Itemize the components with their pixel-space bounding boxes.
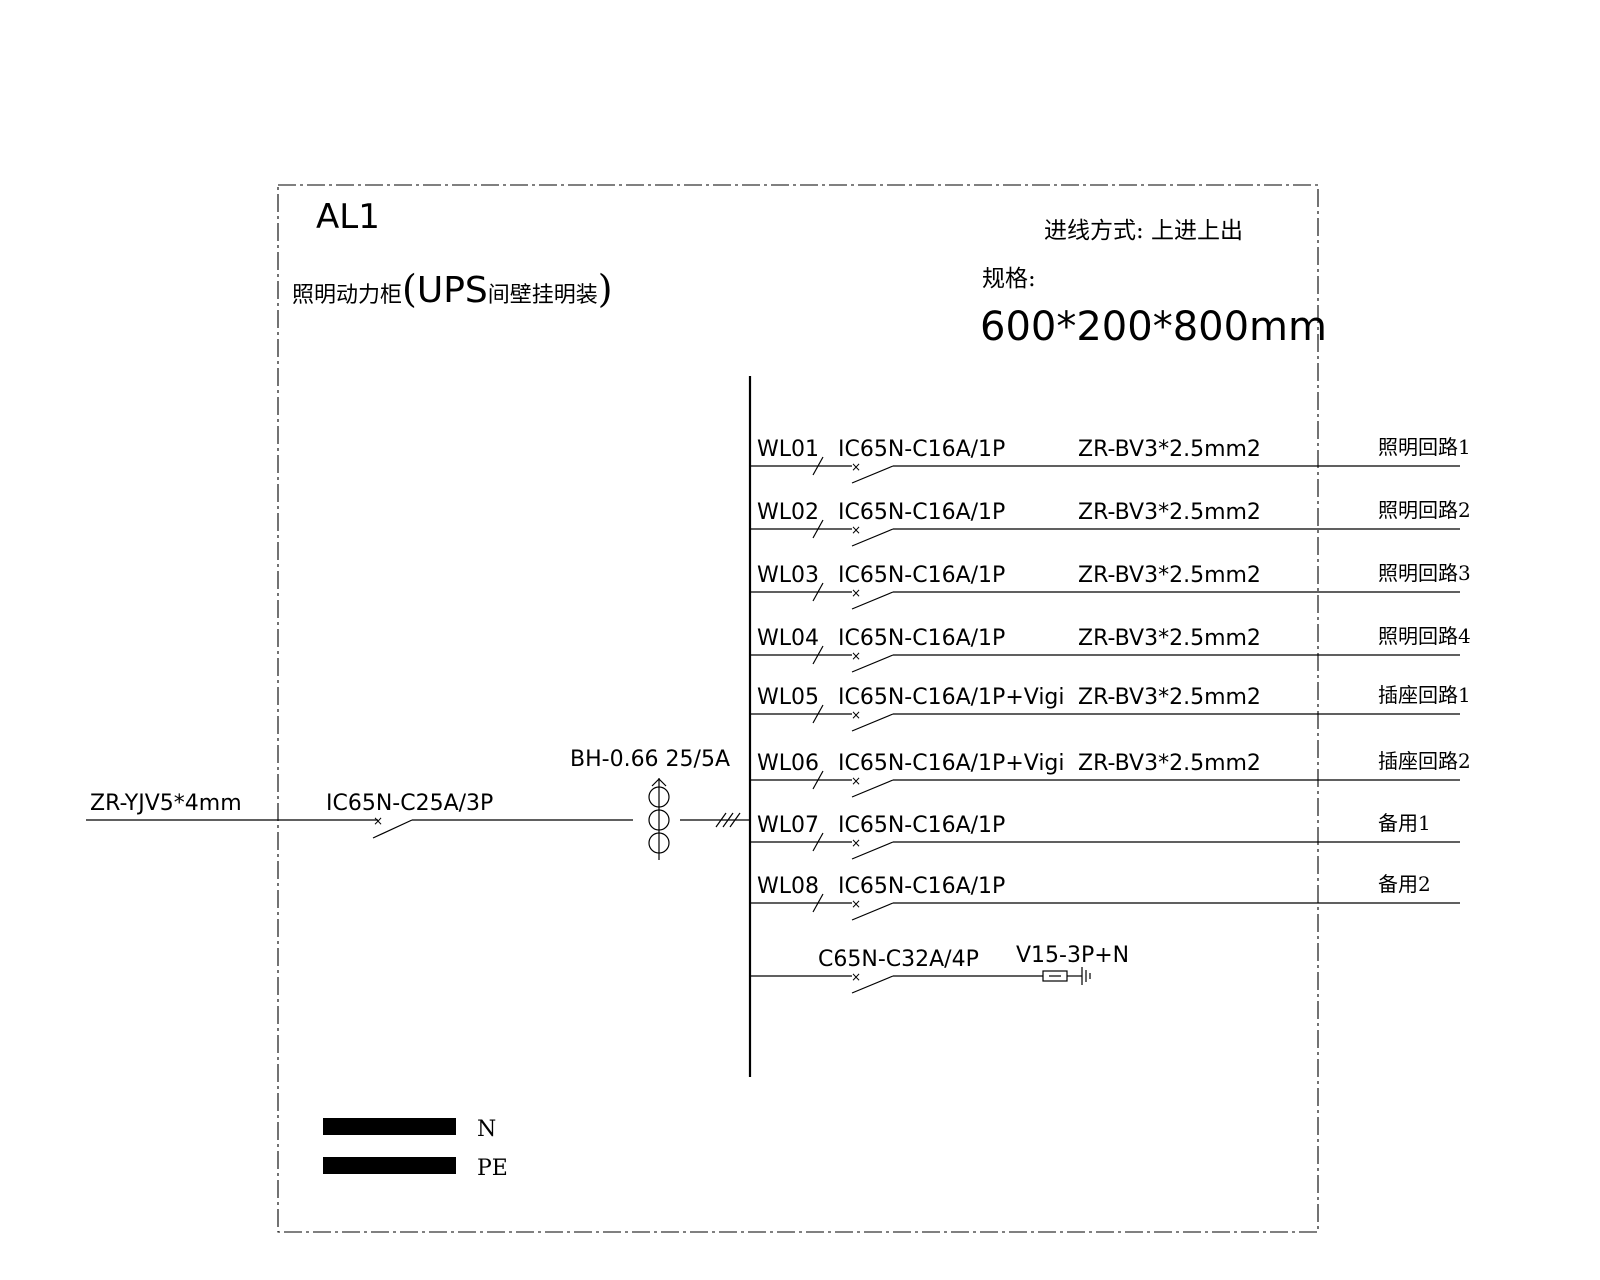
circuit-row-wl01: × WL01 IC65N-C16A/1P ZR-BV3*2.5mm2 照明回路1 bbox=[750, 435, 1471, 484]
circuit-id: WL03 bbox=[757, 563, 819, 588]
breaker-contact bbox=[851, 713, 894, 732]
circuit-load-label: 照明回路4 bbox=[1378, 624, 1471, 648]
incoming-breaker-contact bbox=[372, 819, 413, 839]
circuit-load-label: 照明回路2 bbox=[1378, 498, 1471, 522]
current-transformer-label: BH-0.66 25/5A bbox=[570, 747, 730, 772]
panel-id: AL1 bbox=[316, 197, 380, 237]
circuit-id: WL07 bbox=[757, 813, 819, 838]
legend-n-bar bbox=[323, 1118, 456, 1135]
circuit-cable-label: ZR-BV3*2.5mm2 bbox=[1078, 437, 1261, 462]
circuit-load-label: 备用1 bbox=[1378, 811, 1431, 835]
three-phase-tick-icon bbox=[715, 812, 741, 828]
circuit-load-label: 插座回路1 bbox=[1378, 683, 1471, 707]
single-phase-tick-icon bbox=[812, 519, 824, 539]
breaker-contact bbox=[851, 841, 894, 860]
circuit-id: WL02 bbox=[757, 500, 819, 525]
circuit-id: WL05 bbox=[757, 685, 819, 710]
circuit-load-label: 照明回路3 bbox=[1378, 561, 1471, 585]
circuit-cable-label: ZR-BV3*2.5mm2 bbox=[1078, 563, 1261, 588]
circuit-cable-label: ZR-BV3*2.5mm2 bbox=[1078, 685, 1261, 710]
circuit-cable-label: ZR-BV3*2.5mm2 bbox=[1078, 500, 1261, 525]
single-phase-tick-icon bbox=[812, 582, 824, 602]
circuit-load-label: 照明回路1 bbox=[1378, 435, 1471, 459]
circuit-row-wl08: × WL08 IC65N-C16A/1P 备用2 bbox=[750, 872, 1460, 921]
surge-breaker-label: C65N-C32A/4P bbox=[818, 947, 979, 972]
entry-method: 进线方式: 上进上出 bbox=[1044, 218, 1243, 244]
circuit-row-wl02: × WL02 IC65N-C16A/1P ZR-BV3*2.5mm2 照明回路2 bbox=[750, 498, 1471, 547]
breaker-contact bbox=[851, 779, 894, 798]
circuit-id: WL01 bbox=[757, 437, 819, 462]
incoming-breaker-x-mark: × bbox=[373, 814, 383, 828]
breaker-x-mark: × bbox=[851, 523, 861, 537]
circuit-breaker-label: IC65N-C16A/1P bbox=[838, 874, 1005, 899]
legend-n-label: N bbox=[477, 1117, 496, 1142]
circuit-id: WL04 bbox=[757, 626, 819, 651]
panel-title: 照明动力柜(UPS间壁挂明装) bbox=[292, 267, 613, 311]
circuit-id: WL08 bbox=[757, 874, 819, 899]
circuit-cable-label: ZR-BV3*2.5mm2 bbox=[1078, 626, 1261, 651]
breaker-x-mark: × bbox=[851, 836, 861, 850]
breaker-contact bbox=[851, 528, 894, 547]
breaker-x-mark: × bbox=[851, 774, 861, 788]
surge-breaker-contact bbox=[851, 975, 894, 994]
circuit-breaker-label: IC65N-C16A/1P bbox=[838, 437, 1005, 462]
circuit-breaker-label: IC65N-C16A/1P+Vigi bbox=[838, 751, 1065, 776]
single-phase-tick-icon bbox=[812, 645, 824, 665]
circuit-row-wl04: × WL04 IC65N-C16A/1P ZR-BV3*2.5mm2 照明回路4 bbox=[750, 624, 1471, 673]
circuit-row-wl03: × WL03 IC65N-C16A/1P ZR-BV3*2.5mm2 照明回路3 bbox=[750, 561, 1471, 610]
incoming-breaker-label: IC65N-C25A/3P bbox=[326, 791, 493, 816]
breaker-x-mark: × bbox=[851, 708, 861, 722]
single-phase-tick-icon bbox=[812, 893, 824, 913]
legend-pe-bar bbox=[323, 1157, 456, 1174]
surge-arrester-icon bbox=[1042, 967, 1091, 985]
breaker-contact bbox=[851, 591, 894, 610]
breaker-contact bbox=[851, 902, 894, 921]
incoming-feeder: × ZR-YJV5*4mm IC65N-C25A/3P BH-0.66 25/5… bbox=[86, 747, 750, 860]
single-phase-tick-icon bbox=[812, 456, 824, 476]
circuit-id: WL06 bbox=[757, 751, 819, 776]
circuit-row-wl07: × WL07 IC65N-C16A/1P 备用1 bbox=[750, 811, 1460, 860]
circuit-breaker-label: IC65N-C16A/1P bbox=[838, 500, 1005, 525]
breaker-x-mark: × bbox=[851, 460, 861, 474]
circuit-load-label: 插座回路2 bbox=[1378, 749, 1471, 773]
circuit-breaker-label: IC65N-C16A/1P bbox=[838, 563, 1005, 588]
incoming-cable-label: ZR-YJV5*4mm bbox=[90, 791, 242, 816]
spec-value: 600*200*800mm bbox=[980, 304, 1327, 350]
current-transformer-icon bbox=[648, 778, 670, 860]
breaker-x-mark: × bbox=[851, 897, 861, 911]
circuit-breaker-label: IC65N-C16A/1P bbox=[838, 626, 1005, 651]
single-phase-tick-icon bbox=[812, 704, 824, 724]
surge-protection-branch: × C65N-C32A/4P V15-3P+N bbox=[750, 943, 1129, 994]
breaker-contact bbox=[851, 654, 894, 673]
legend: N PE bbox=[323, 1117, 508, 1181]
surge-device-label: V15-3P+N bbox=[1016, 943, 1129, 968]
circuit-load-label: 备用2 bbox=[1378, 872, 1431, 896]
breaker-contact bbox=[851, 465, 894, 484]
circuit-row-wl05: × WL05 IC65N-C16A/1P+Vigi ZR-BV3*2.5mm2 插座回路… bbox=[750, 683, 1471, 732]
circuit-row-wl06: × WL06 IC65N-C16A/1P+Vigi ZR-BV3*2.5mm2 插座回路… bbox=[750, 749, 1471, 798]
single-phase-tick-icon bbox=[812, 832, 824, 852]
spec-label: 规格: bbox=[982, 266, 1036, 292]
breaker-x-mark: × bbox=[851, 586, 861, 600]
surge-breaker-x-mark: × bbox=[851, 970, 861, 984]
circuit-breaker-label: IC65N-C16A/1P bbox=[838, 813, 1005, 838]
breaker-x-mark: × bbox=[851, 649, 861, 663]
legend-pe-label: PE bbox=[477, 1156, 508, 1181]
circuit-breaker-label: IC65N-C16A/1P+Vigi bbox=[838, 685, 1065, 710]
single-phase-tick-icon bbox=[812, 770, 824, 790]
circuit-cable-label: ZR-BV3*2.5mm2 bbox=[1078, 751, 1261, 776]
